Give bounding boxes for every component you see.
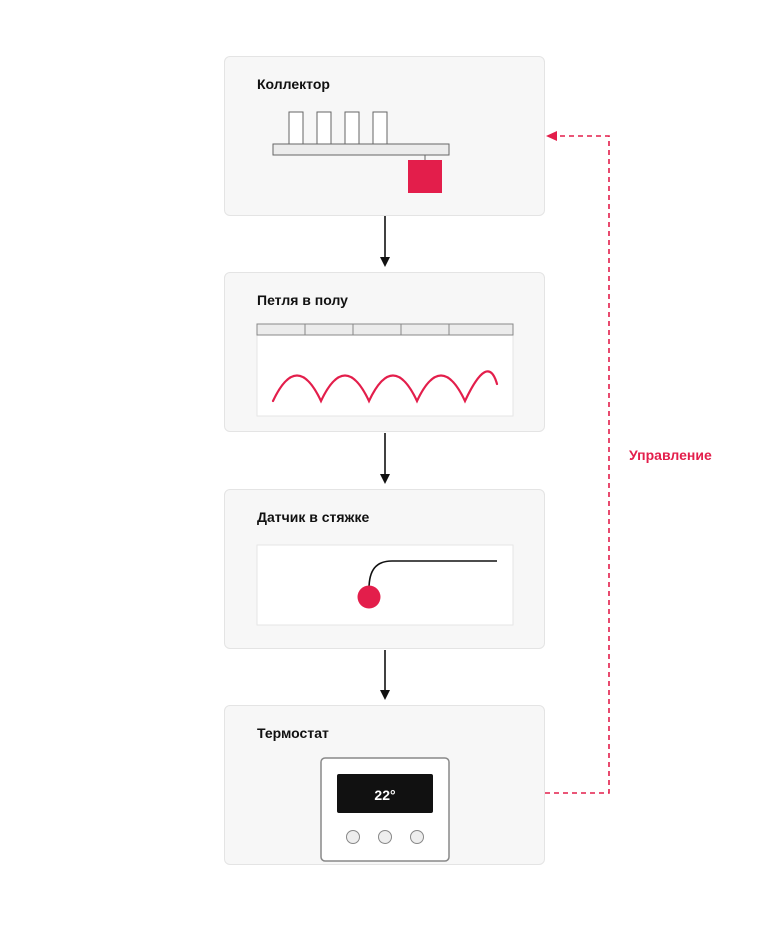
sensor-cable <box>368 560 497 590</box>
control-label: Управление <box>629 447 712 463</box>
collector-illustration <box>272 111 450 193</box>
collector-manifold-bar <box>272 143 450 156</box>
thermostat-button[interactable] <box>346 830 360 844</box>
thermostat-title: Термостат <box>257 725 329 741</box>
thermostat-illustration: 22° <box>320 757 450 862</box>
collector-pipe <box>372 111 388 146</box>
thermostat-button[interactable] <box>410 830 424 844</box>
collector-pipe <box>316 111 332 146</box>
control-arrowhead <box>546 131 557 141</box>
floor-loop-illustration <box>256 323 514 417</box>
temperature-sensor <box>357 585 381 609</box>
screed-area <box>256 544 514 626</box>
sensor-title: Датчик в стяжке <box>257 509 370 525</box>
collector-valve-actuator <box>408 160 442 193</box>
thermostat-temperature: 22° <box>374 787 395 803</box>
collector-title: Коллектор <box>257 76 330 92</box>
collector-pipe <box>344 111 360 146</box>
floor-tiles <box>256 323 514 336</box>
collector-pipe <box>288 111 304 146</box>
sensor-illustration <box>256 544 514 626</box>
heating-pipe-loop <box>271 370 499 404</box>
control-feedback-line <box>545 135 610 794</box>
floor-loop-title: Петля в полу <box>257 292 348 308</box>
thermostat-display <box>337 774 433 813</box>
thermostat-button[interactable] <box>378 830 392 844</box>
